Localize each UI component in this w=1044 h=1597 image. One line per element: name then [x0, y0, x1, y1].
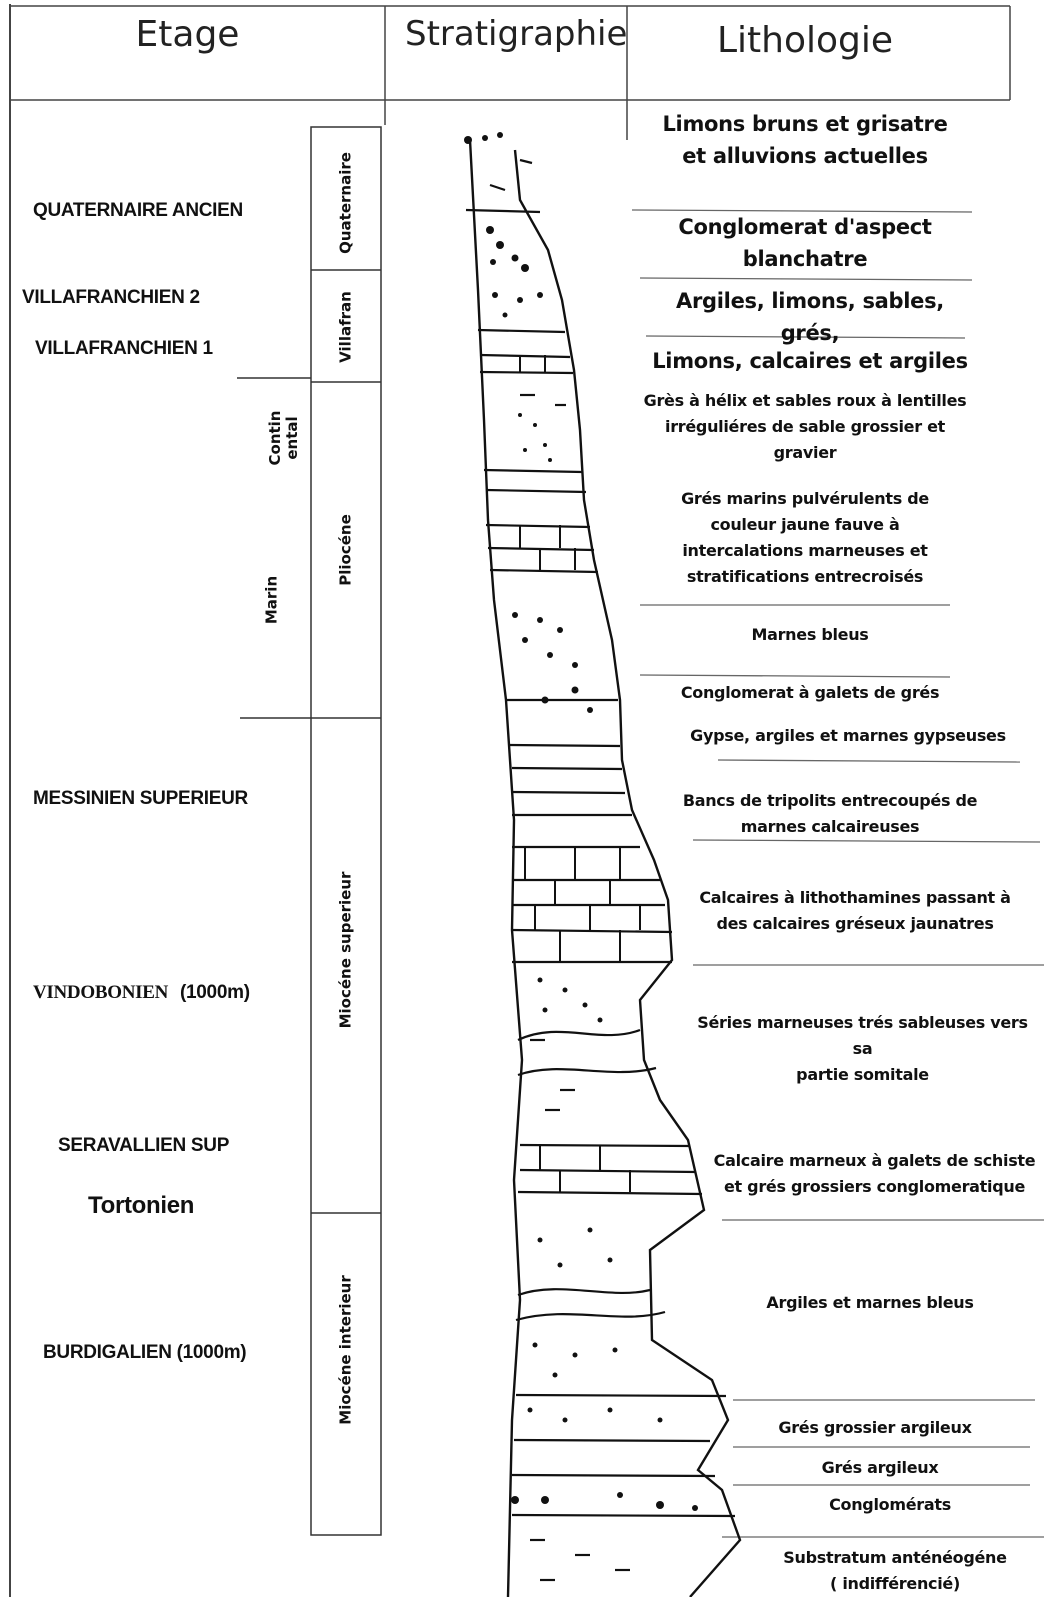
litho-tripolits: Bancs de tripolits entrecoupés de marnes…	[682, 791, 978, 836]
litho-limons-calcaires: Limons, calcaires et argiles	[652, 349, 968, 373]
litho-substratum: Substratum anténéogéne ( indifférencié)	[783, 1548, 1007, 1593]
limestone-bricks	[519, 355, 641, 1192]
litho-conglomerat-galets: Conglomerat à galets de grés	[680, 683, 940, 702]
litho-limons-bruns: Limons bruns et grisatre et alluvions ac…	[662, 112, 948, 168]
header-stratigraphie: Stratigraphie	[405, 14, 628, 54]
header-etage: Etage	[135, 14, 240, 55]
etage-tortonien: Tortonien	[88, 1192, 195, 1219]
table-grid	[9, 4, 1011, 1597]
etage-villafranchien-1: VILLAFRANCHIEN 1	[35, 338, 213, 359]
etage-villafranchien-2: VILLAFRANCHIEN 2	[22, 287, 200, 308]
litho-gres-argileux: Grés argileux	[821, 1458, 939, 1477]
label-marin: Marin	[262, 575, 281, 625]
wavy-contacts	[515, 1028, 666, 1322]
label-miocene-superieur: Miocéne superieur	[336, 871, 355, 1029]
bed-boundaries	[465, 208, 736, 1518]
etage-quaternaire-ancien: QUATERNAIRE ANCIEN	[33, 200, 243, 221]
sediment-dots	[464, 132, 698, 1511]
label-continental: Contin ental	[266, 410, 301, 466]
etage-burdigalien: BURDIGALIEN (1000m)	[43, 1342, 247, 1363]
etage-seravallien-sup: SERAVALLIEN SUP	[58, 1135, 230, 1156]
label-miocene-interieur: Miocéne interieur	[336, 1275, 355, 1425]
epoch-column-box	[237, 126, 382, 1536]
etage-messinien-superieur: MESSINIEN SUPERIEUR	[33, 788, 248, 809]
litho-calcaire-marneux: Calcaire marneux à galets de schiste et …	[713, 1151, 1036, 1196]
label-pliocene: Pliocéne	[336, 514, 355, 586]
column-left-edge	[468, 139, 524, 1597]
litho-conglomerat-blanchatre: Conglomerat d'aspect blanchatre	[678, 215, 932, 271]
litho-calcaires-lithothamines: Calcaires à lithothamines passant à des …	[699, 888, 1011, 933]
litho-series-marneuses: Séries marneuses trés sableuses vers sa …	[697, 1013, 1028, 1084]
strat-column	[468, 139, 742, 1597]
column-right-edge	[513, 149, 742, 1597]
lithology-separators	[631, 209, 1044, 1538]
litho-gres-grossier-argileux: Grés grossier argileux	[778, 1418, 972, 1437]
label-quaternaire: Quaternaire	[336, 152, 355, 254]
litho-gres-helix: Grès à hélix et sables roux à lentilles …	[643, 391, 967, 462]
label-villafran: Villafran	[336, 291, 355, 363]
dash-texture	[489, 158, 630, 1582]
litho-gres-marins: Grés marins pulvérulents de couleur jaun…	[681, 489, 929, 586]
litho-conglomerats: Conglomérats	[829, 1495, 951, 1514]
etage-vindobonien-thickness: (1000m)	[180, 982, 250, 1003]
etage-vindobonien: VINDOBONIEN	[33, 982, 168, 1003]
header-lithologie: Lithologie	[716, 20, 894, 61]
litho-gypse: Gypse, argiles et marnes gypseuses	[690, 726, 1006, 745]
litho-argiles-limons: Argiles, limons, sables, grés,	[676, 289, 944, 345]
litho-marnes-bleus: Marnes bleus	[751, 625, 869, 644]
litho-argiles-marnes-bleus: Argiles et marnes bleus	[766, 1293, 974, 1312]
